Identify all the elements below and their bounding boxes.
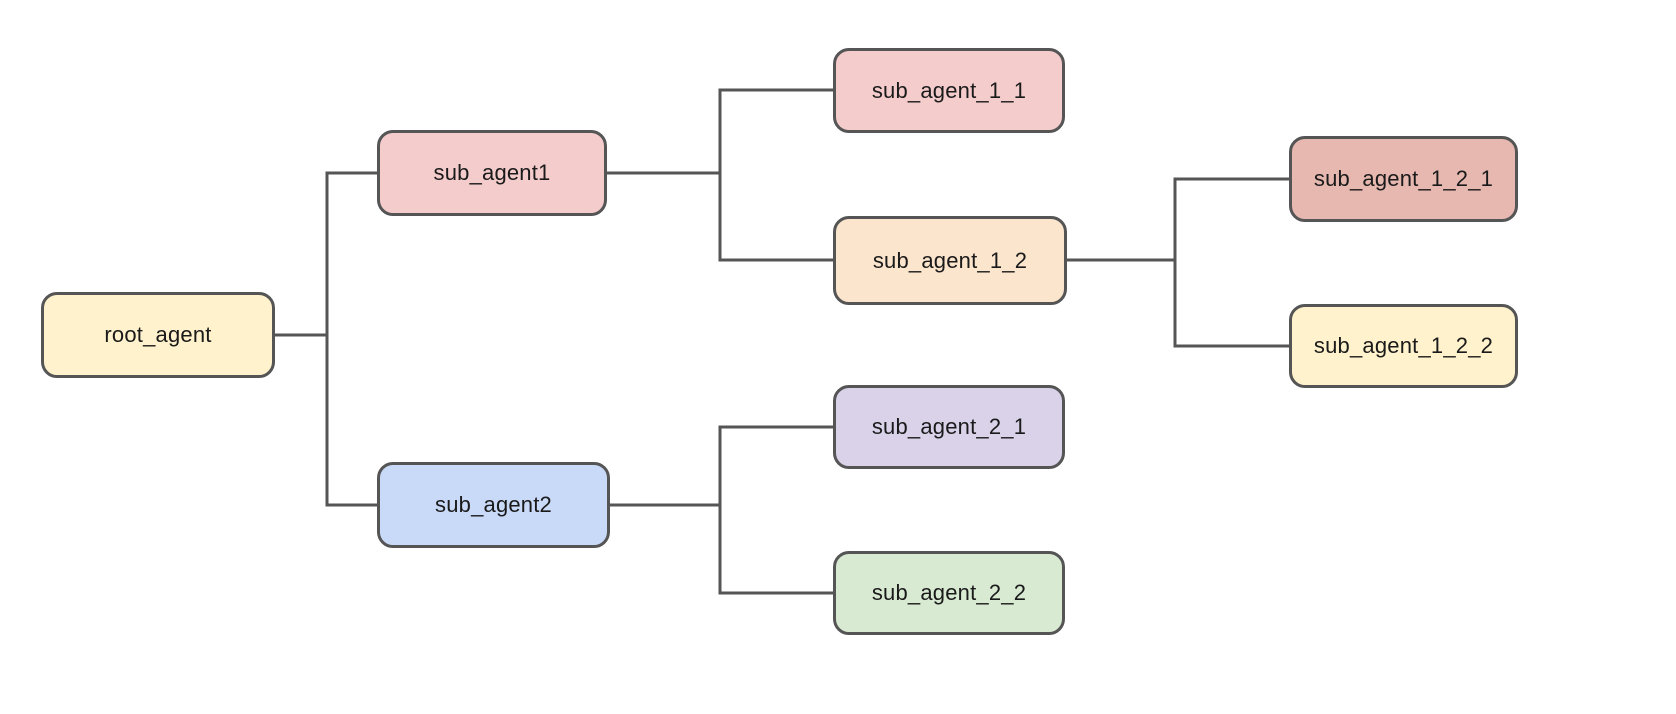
node-sub-agent-1-2-2: sub_agent_1_2_2 <box>1289 304 1518 388</box>
edge-group-root <box>275 171 377 507</box>
edge-group-sub-agent-1-2 <box>1067 177 1289 348</box>
node-sub-agent-1-2: sub_agent_1_2 <box>833 216 1067 305</box>
node-sub-agent-1-2-label: sub_agent_1_2 <box>872 247 1028 273</box>
node-root-agent-label: root_agent <box>104 322 212 347</box>
node-sub-agent-1-1-label: sub_agent_1_1 <box>871 77 1027 103</box>
node-sub-agent-1-2-1: sub_agent_1_2_1 <box>1289 136 1518 222</box>
node-sub-agent1-label: sub_agent1 <box>433 160 551 185</box>
node-sub-agent-1-2-2-label: sub_agent_1_2_2 <box>1313 333 1494 358</box>
node-sub-agent2: sub_agent2 <box>377 462 610 548</box>
node-root-agent: root_agent <box>41 292 275 378</box>
node-sub-agent1: sub_agent1 <box>377 130 607 216</box>
node-sub-agent-2-2: sub_agent_2_2 <box>833 551 1065 635</box>
node-sub-agent2-label: sub_agent2 <box>435 492 552 517</box>
node-sub-agent-2-2-label: sub_agent_2_2 <box>871 580 1027 605</box>
edge-group-sub-agent2 <box>610 425 833 595</box>
node-sub-agent-2-1-label: sub_agent_2_1 <box>871 414 1027 439</box>
edge-group-sub-agent1 <box>607 88 833 262</box>
node-sub-agent-1-1: sub_agent_1_1 <box>833 48 1065 133</box>
node-sub-agent-2-1: sub_agent_2_1 <box>833 385 1065 469</box>
node-sub-agent-1-2-1-label: sub_agent_1_2_1 <box>1313 166 1494 191</box>
